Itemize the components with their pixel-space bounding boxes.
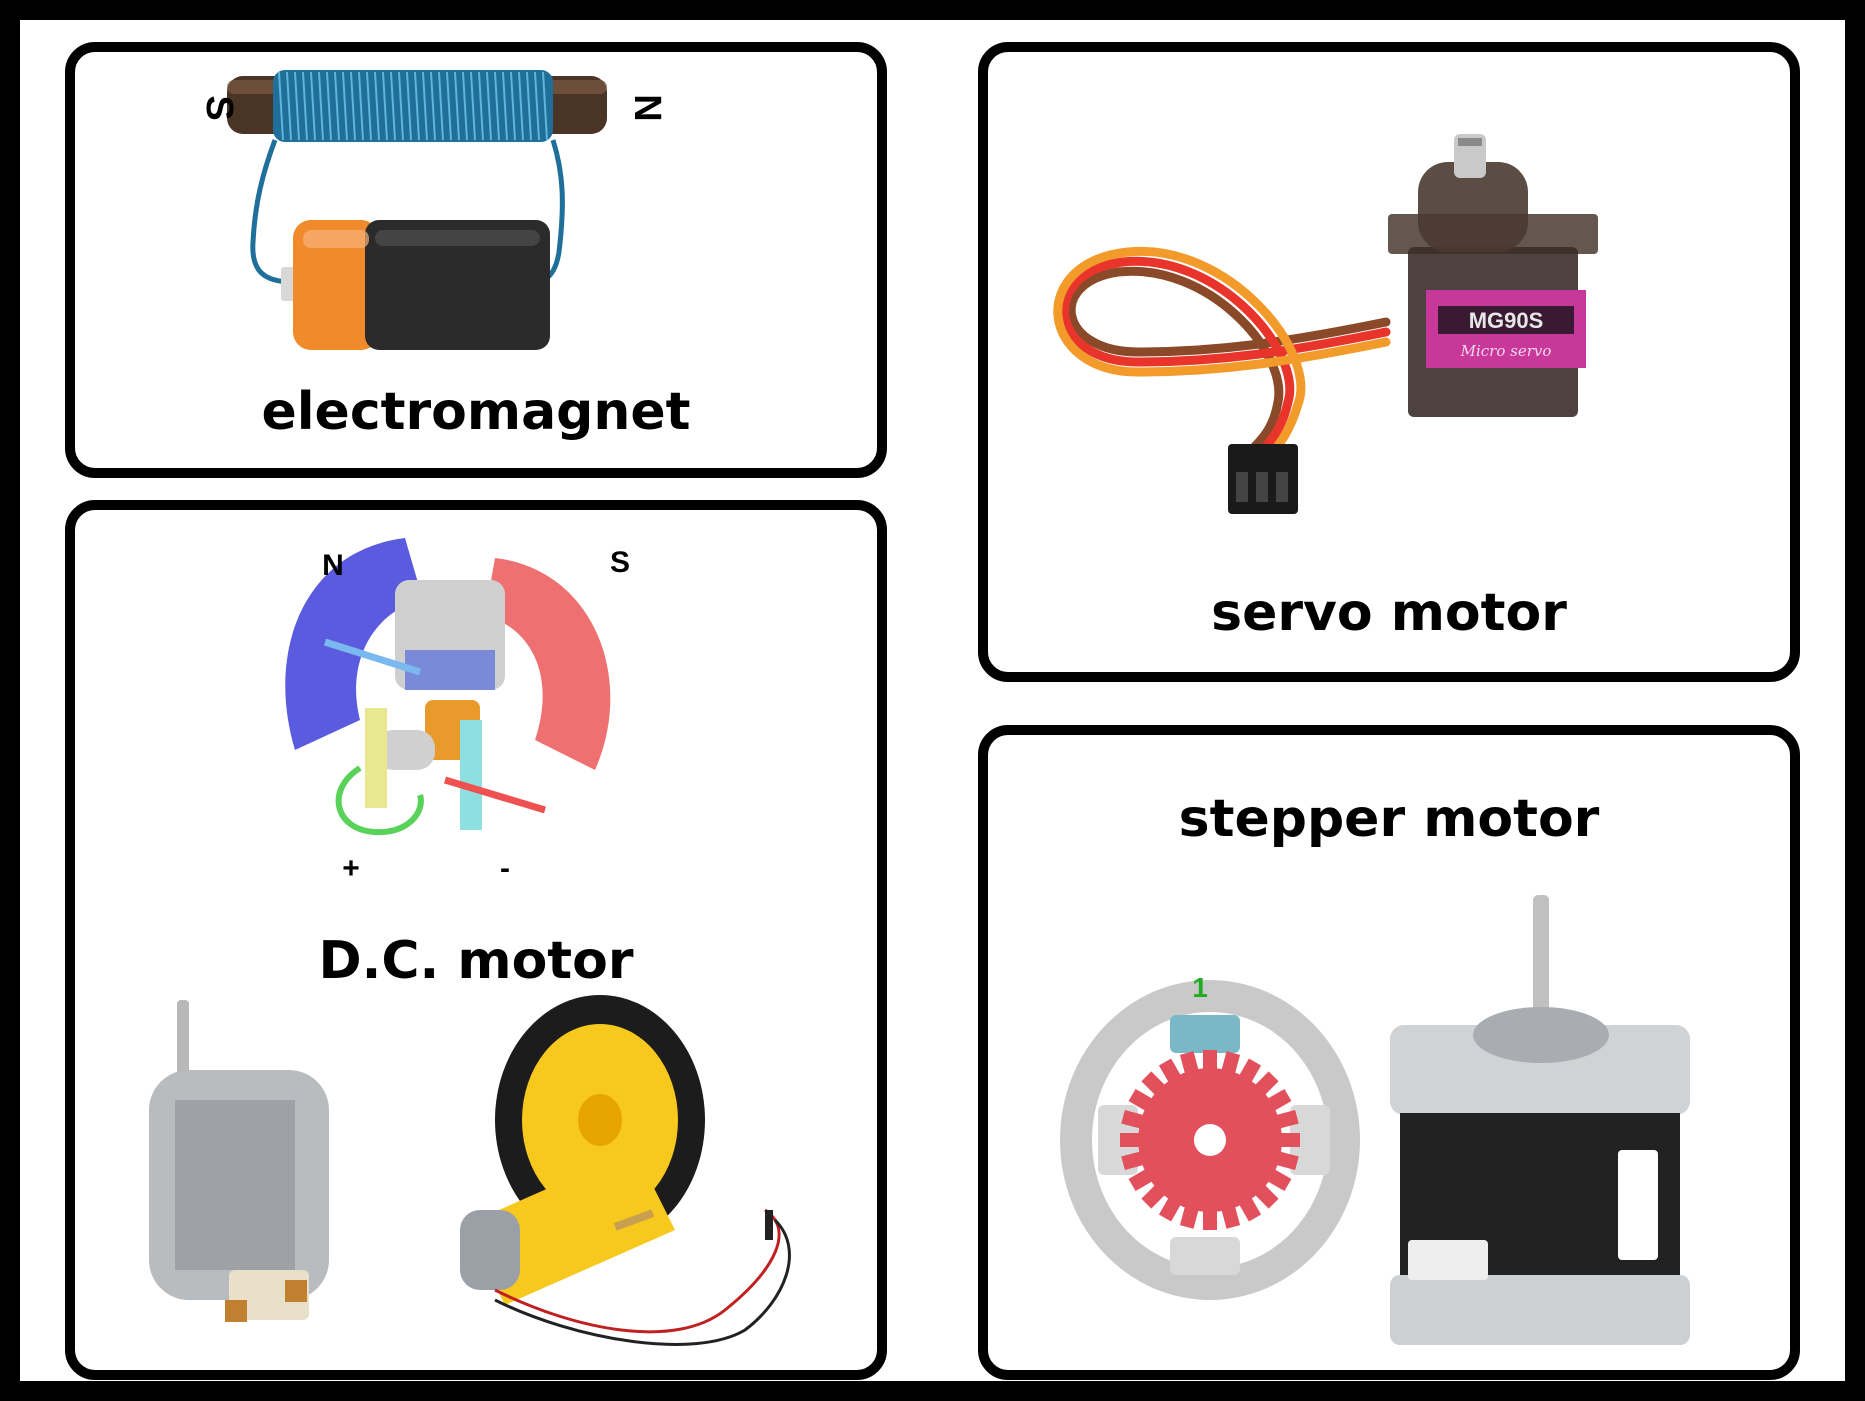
battery <box>281 220 550 350</box>
stepper-coil-1 <box>1170 1015 1240 1053</box>
north-pole-label: N <box>626 94 668 121</box>
coil-winding <box>273 70 553 142</box>
dc-motor-title: D.C. motor <box>318 931 634 991</box>
servo-connector <box>1228 444 1298 514</box>
dc-minus-terminal: - <box>500 852 510 885</box>
servo-model-text: MG90S <box>1469 308 1544 333</box>
stepper-coil-number: 1 <box>1192 972 1208 1003</box>
servo-motor-card: MG90S Micro servo servo motor <box>978 42 1800 682</box>
servo-body: MG90S Micro servo <box>1388 134 1598 417</box>
dc-south-label: S <box>610 546 630 579</box>
left-wire <box>250 139 294 285</box>
stepper-cross-section: 1 <box>1060 972 1360 1300</box>
servo-cable <box>1053 246 1391 461</box>
dc-plus-terminal: + <box>342 852 360 885</box>
nema-stepper-motor <box>1390 895 1690 1345</box>
force-arrow-blue <box>323 638 422 676</box>
north-magnet <box>285 538 423 750</box>
worksheet-page: S N electromagnet <box>20 20 1845 1381</box>
small-dc-motor <box>149 1000 329 1322</box>
stepper-rotor <box>1120 1050 1300 1230</box>
rotation-arrow <box>335 765 424 836</box>
electromagnet-illustration: S N <box>198 70 668 350</box>
stepper-motor-title: stepper motor <box>1178 789 1600 849</box>
servo-motor-illustration: MG90S Micro servo <box>1053 134 1598 514</box>
dc-north-label: N <box>322 549 344 582</box>
stepper-motor-card: 1 stepper motor <box>978 725 1800 1380</box>
force-arrow-red <box>443 776 547 814</box>
servo-motor-title: servo motor <box>1211 583 1567 643</box>
electromagnet-card: S N electromagnet <box>65 42 887 478</box>
dc-motor-illustration: N S + - <box>149 538 791 1346</box>
south-pole-label: S <box>198 95 240 120</box>
stepper-motor-illustration: 1 <box>1060 895 1690 1345</box>
dc-motor-card: N S + - <box>65 500 887 1380</box>
south-magnet <box>485 558 611 770</box>
electromagnet-title: electromagnet <box>261 382 691 442</box>
servo-subtitle-text: Micro servo <box>1460 342 1552 360</box>
gear-motor-with-wheel <box>460 995 791 1346</box>
